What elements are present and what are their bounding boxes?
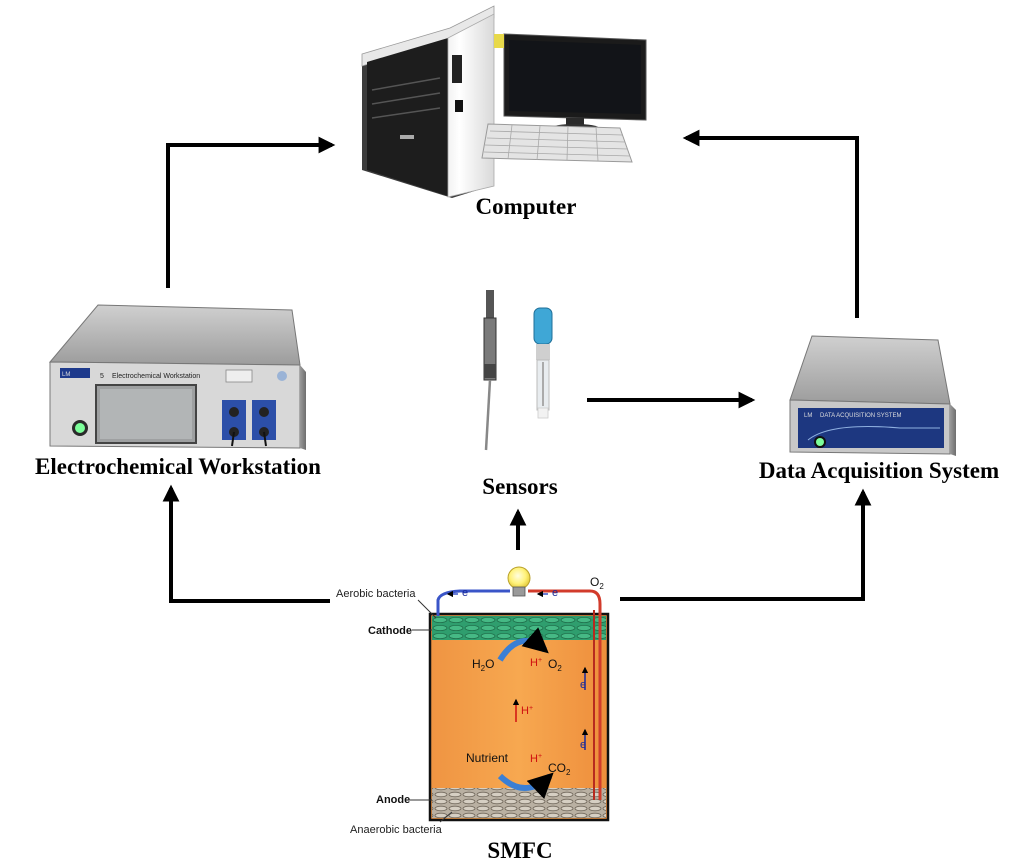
electron-label-top-left: e <box>462 587 468 599</box>
cathode-layer <box>432 616 606 640</box>
computer-tower <box>361 5 495 198</box>
workstation-panel-text: Electrochemical Workstation <box>112 373 200 380</box>
daq-brand: LM <box>804 413 812 419</box>
daq-label: Data Acquisition System <box>759 458 999 483</box>
arrow-smfc-to-workstation <box>162 484 330 603</box>
external-wire-red <box>528 589 602 800</box>
computer-keyboard <box>481 123 633 163</box>
workstation-node: LM 5 Electrochemical Workstation Electro… <box>35 304 321 479</box>
h-plus-bottom: H+ <box>530 753 542 765</box>
computer-monitor <box>494 33 647 132</box>
daq-panel-text: DATA ACQUISITION SYSTEM <box>820 413 901 419</box>
electron-label-side-1: e <box>580 679 586 691</box>
anode-layer <box>432 788 606 818</box>
computer-node: Computer <box>361 5 647 219</box>
electron-label-top-right: e <box>552 587 558 599</box>
nutrient-label: Nutrient <box>466 751 509 765</box>
flow-arrows <box>162 129 872 603</box>
h-plus-mid: H+ <box>521 705 533 717</box>
o2-top: O2 <box>548 657 562 673</box>
workstation-panel-model: 5 <box>100 373 104 380</box>
anode-label: Anode <box>376 794 410 806</box>
smfc-reactor: e e O2 e e H2O H+ O2 <box>336 566 610 836</box>
computer-label: Computer <box>476 194 577 219</box>
workstation-brand: LM <box>62 372 70 378</box>
arrow-workstation-to-computer <box>166 136 336 288</box>
external-wire-blue <box>436 589 510 616</box>
temperature-probe <box>483 290 497 451</box>
aerobic-bacteria-label: Aerobic bacteria <box>336 588 416 600</box>
smfc-label: SMFC <box>487 838 552 863</box>
ph-electrode <box>533 307 553 419</box>
daq-device: LM DATA ACQUISITION SYSTEM <box>789 335 956 456</box>
cathode-label: Cathode <box>368 625 412 637</box>
daq-node: LM DATA ACQUISITION SYSTEM Data Acquisit… <box>759 335 999 483</box>
light-bulb-icon <box>507 566 531 597</box>
workstation-device: LM 5 Electrochemical Workstation <box>48 304 306 450</box>
electron-label-side-2: e <box>580 739 586 751</box>
sensors-label: Sensors <box>482 474 557 499</box>
h2o-label: H2O <box>472 657 494 673</box>
arrow-daq-to-computer <box>682 129 859 318</box>
sensors-node: Sensors <box>482 290 558 499</box>
smfc-node: e e O2 e e H2O H+ O2 <box>336 566 610 863</box>
co2-label: CO2 <box>548 761 571 777</box>
arrow-smfc-to-daq <box>620 488 872 601</box>
workstation-label: Electrochemical Workstation <box>35 454 321 479</box>
anaerobic-bacteria-label: Anaerobic bacteria <box>350 824 443 836</box>
h-plus-top: H+ <box>530 657 542 669</box>
o2-outside: O2 <box>590 575 604 591</box>
